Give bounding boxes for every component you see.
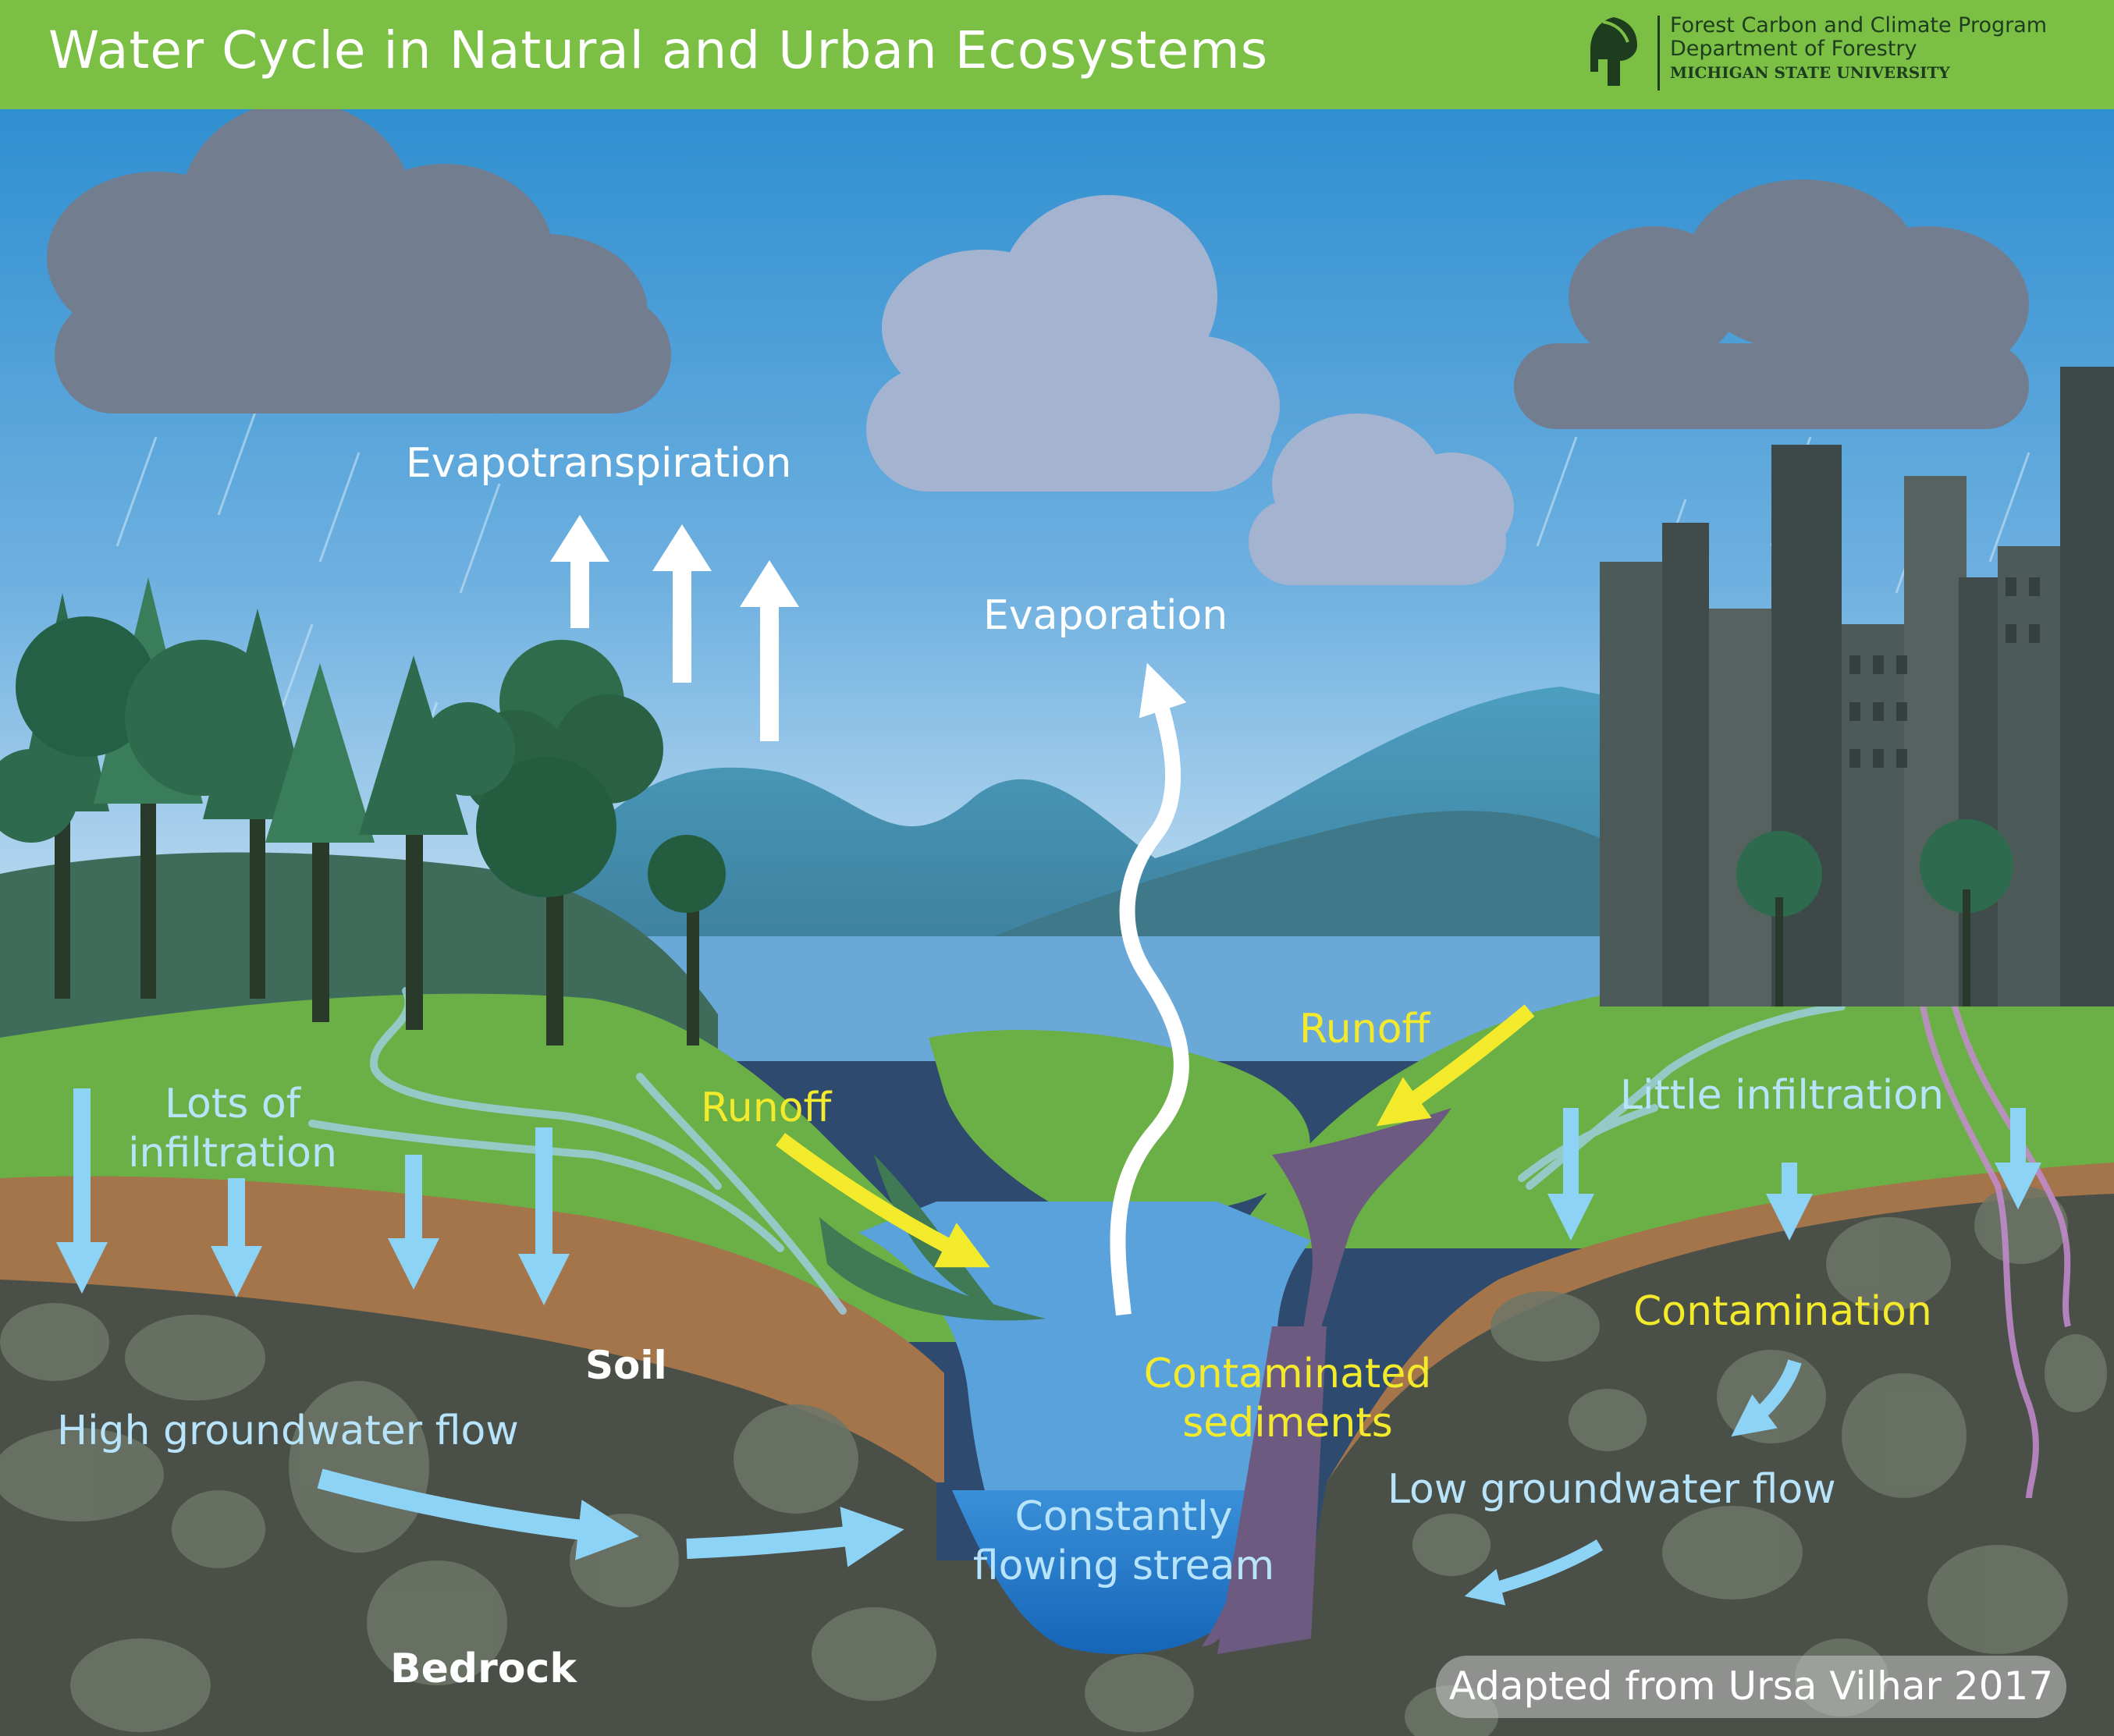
infiltration-arrows-right [1547,1108,2041,1241]
low-groundwater-arrows [1464,1539,1604,1606]
infiltration-arrows-left [56,1088,570,1305]
label-runoff-urban: Runoff [1299,1006,1430,1053]
label-contamination: Contamination [1633,1288,1932,1335]
label-contaminated-sediments-line2: sediments [1182,1400,1393,1447]
contamination-plume-2 [1948,990,2071,1327]
city-buildings [1600,367,2114,1006]
evaporation-arrow [1110,662,1189,1316]
msu-logo: Forest Carbon and Climate Program Depart… [1583,14,2098,92]
label-soil: Soil [585,1343,667,1388]
page-title: Water Cycle in Natural and Urban Ecosyst… [48,20,1269,80]
label-evaporation: Evaporation [983,592,1228,639]
reeds-left [819,1217,1046,1321]
label-runoff-natural: Runoff [701,1085,832,1131]
evapotranspiration-arrows [550,515,799,741]
logo-university: MICHIGAN STATE UNIVERSITY [1670,63,1950,82]
credit-badge: Adapted from Ursa Vilhar 2017 [1436,1656,2066,1718]
label-lots-of-infiltration: Lots of infiltration [115,1080,350,1179]
logo-department: Department of Forestry [1670,37,1917,61]
middle-grass [929,1030,1310,1217]
high-groundwater-arrows [317,1468,904,1567]
header-bar [0,0,2114,109]
label-stream-line1: Constantly [1014,1493,1233,1540]
forest-trees [0,577,726,1046]
label-evapotranspiration: Evapotranspiration [406,440,792,487]
label-contaminated-sediments-line1: Contaminated [1143,1351,1432,1397]
label-stream-line2: flowing stream [972,1543,1275,1590]
contamination-plume [1917,982,2039,1499]
label-bedrock: Bedrock [390,1645,577,1692]
label-lots-of-infiltration-line1: Lots of [164,1081,300,1127]
cloud-left [47,101,671,414]
spartan-helmet-icon [1590,17,1637,86]
logo-program: Forest Carbon and Climate Program [1670,13,2048,37]
mountains-front [921,811,1639,967]
bedrock-stones [0,1186,2107,1736]
city-grass [1249,973,2114,1248]
label-low-groundwater-flow: Low groundwater flow [1387,1466,1836,1513]
stream-water [952,1490,1264,1654]
label-little-infiltration: Little infiltration [1620,1072,1945,1119]
label-lots-of-infiltration-line2: infiltration [128,1130,337,1177]
logo-text: Forest Carbon and Climate Program Depart… [1670,14,2047,84]
contaminated-wedge [1217,1326,1327,1654]
runoff-arrows [776,1004,1535,1268]
label-contaminated-sediments: Contaminated sediments [1124,1350,1451,1449]
label-high-groundwater-flow: High groundwater flow [57,1408,519,1454]
label-constantly-flowing-stream: Constantly flowing stream [944,1493,1303,1592]
cloud-center [866,195,1514,585]
credit-text: Adapted from Ursa Vilhar 2017 [1448,1663,2054,1709]
lake [546,936,1600,1061]
logo-divider [1657,16,1660,91]
contamination-arrow [1731,1359,1802,1437]
cloud-right [1514,179,2029,429]
